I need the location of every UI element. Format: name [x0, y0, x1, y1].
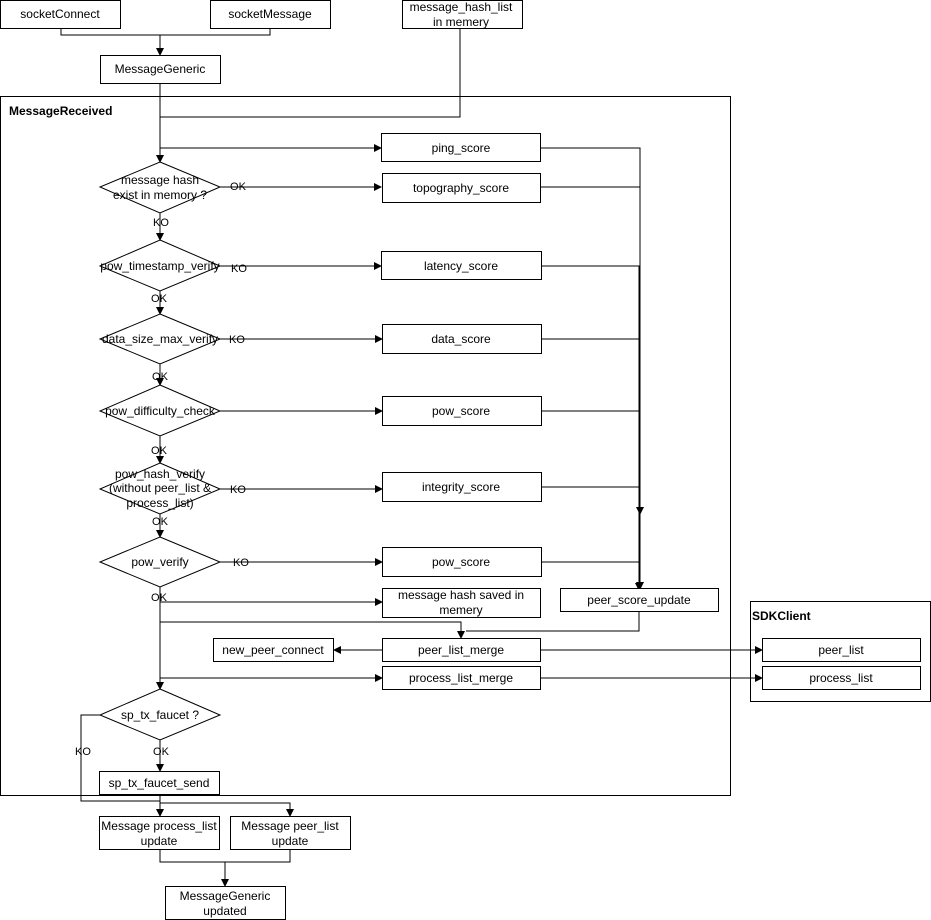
message-received-title: MessageReceived — [9, 104, 112, 118]
process-list-node: process_list — [762, 666, 921, 690]
hash-saved-node: message hash saved in memery — [382, 588, 541, 618]
generic-updated-label-line2: updated — [203, 904, 246, 918]
pow-verify-decision: pow_verify — [98, 536, 222, 588]
message-process-list-update-node: Message process_list update — [99, 816, 220, 850]
peer-list-node: peer_list — [762, 638, 921, 662]
edge-label-size-ok: OK — [152, 371, 169, 383]
edge-label-size-ko: KO — [229, 334, 245, 346]
edge-label-difficulty-ok: OK — [151, 445, 168, 457]
process-list-merge-node: process_list_merge — [382, 666, 541, 690]
hash-list-label-line1: message_hash_list — [410, 0, 513, 14]
edge-label-faucet-ko: KO — [75, 746, 91, 758]
hash-exists-decision: message hash exist in memory ? — [98, 161, 222, 214]
message-generic-updated-node: MessageGeneric updated — [165, 886, 286, 920]
peer-list-merge-node: peer_list_merge — [382, 638, 541, 662]
message-hash-list-node: message_hash_list in memery — [402, 0, 523, 29]
pow-difficulty-check-decision: pow_difficulty_check — [98, 384, 222, 437]
edge-label-hash-ko: KO — [153, 217, 169, 229]
socket-connect-node: socketConnect — [0, 0, 121, 29]
pow-difficulty-check-label: pow_difficulty_check — [105, 404, 216, 418]
sp-tx-faucet-label: sp_tx_faucet ? — [121, 708, 199, 722]
generic-updated-label-line1: MessageGeneric — [180, 889, 271, 903]
message-received-container — [0, 96, 731, 796]
edge-label-hash-verify-ok: OK — [152, 516, 169, 528]
message-generic-label: MessageGeneric — [115, 62, 206, 76]
pow-score-label-2: pow_score — [432, 555, 490, 569]
socket-message-label: socketMessage — [228, 7, 312, 21]
hash-exists-label-line1: message hash — [121, 173, 199, 187]
pow-score-node-2: pow_score — [382, 547, 542, 577]
pow-hash-verify-label-line3: process_list) — [126, 496, 193, 510]
sdk-client-title: SDKClient — [752, 609, 811, 623]
message-peer-list-update-node: Message peer_list update — [230, 816, 351, 850]
process-list-merge-label: process_list_merge — [409, 671, 513, 685]
edge-label-timestamp-ko: KO — [231, 263, 247, 275]
new-peer-connect-node: new_peer_connect — [213, 638, 334, 662]
edge-label-hash-ok: OK — [230, 181, 247, 193]
hash-exists-label-line2: exist in memory ? — [113, 188, 207, 202]
peer-list-label: peer_list — [818, 643, 864, 657]
topography-score-node: topography_score — [382, 173, 541, 203]
hash-list-label-line2: in memery — [433, 15, 489, 29]
latency-score-label: latency_score — [424, 259, 498, 273]
pow-hash-verify-label-line2: (without peer_list & — [109, 481, 211, 495]
sp-tx-faucet-send-label: sp_tx_faucet_send — [109, 776, 210, 790]
data-score-node: data_score — [382, 324, 542, 354]
pow-timestamp-verify-decision: pow_timestamp_verify — [98, 239, 222, 292]
pow-hash-verify-decision: pow_hash_verify (without peer_list & pro… — [98, 462, 222, 515]
pow-score-label-1: pow_score — [432, 404, 490, 418]
edge-label-pow-verify-ko: KO — [233, 557, 249, 569]
integrity-score-label: integrity_score — [422, 480, 500, 494]
peer-score-update-label: peer_score_update — [587, 593, 691, 607]
pow-score-node-1: pow_score — [382, 396, 542, 426]
socket-connect-label: socketConnect — [20, 7, 100, 21]
data-size-max-verify-label: data_size_max_verify — [102, 332, 218, 346]
edge-labels: OK KO KO OK KO OK OK KO OK KO OK KO OK — [75, 181, 249, 758]
sp-tx-faucet-decision: sp_tx_faucet ? — [98, 688, 222, 741]
sp-tx-faucet-send-node: sp_tx_faucet_send — [99, 771, 220, 795]
edge-label-timestamp-ok: OK — [151, 293, 168, 305]
msg-peer-list-label-line1: Message peer_list — [241, 819, 339, 833]
pow-hash-verify-label-line1: pow_hash_verify — [115, 467, 205, 481]
pow-timestamp-verify-label: pow_timestamp_verify — [100, 259, 219, 273]
msg-process-list-label-line2: update — [141, 834, 178, 848]
edge-label-pow-verify-ok: OK — [151, 592, 168, 604]
msg-process-list-label-line1: Message process_list — [101, 819, 217, 833]
process-list-label: process_list — [809, 671, 873, 685]
pow-verify-label: pow_verify — [131, 555, 188, 569]
integrity-score-node: integrity_score — [382, 472, 542, 502]
hash-saved-label-line1: message hash saved in — [398, 588, 524, 602]
data-size-max-verify-decision: data_size_max_verify — [98, 313, 222, 365]
data-score-label: data_score — [431, 332, 491, 346]
connectors — [60, 29, 763, 886]
edge-label-hash-verify-ko: KO — [230, 484, 246, 496]
new-peer-connect-label: new_peer_connect — [222, 643, 324, 657]
edge-label-faucet-ok: OK — [153, 746, 170, 758]
topography-score-label: topography_score — [413, 181, 509, 195]
ping-score-node: ping_score — [381, 133, 541, 162]
msg-peer-list-label-line2: update — [272, 834, 309, 848]
latency-score-node: latency_score — [381, 251, 542, 280]
socket-message-node: socketMessage — [210, 0, 331, 29]
hash-saved-label-line2: memery — [439, 603, 482, 617]
ping-score-label: ping_score — [432, 141, 491, 155]
message-generic-node: MessageGeneric — [100, 55, 221, 84]
peer-score-update-node: peer_score_update — [560, 588, 719, 612]
peer-list-merge-label: peer_list_merge — [418, 643, 504, 657]
